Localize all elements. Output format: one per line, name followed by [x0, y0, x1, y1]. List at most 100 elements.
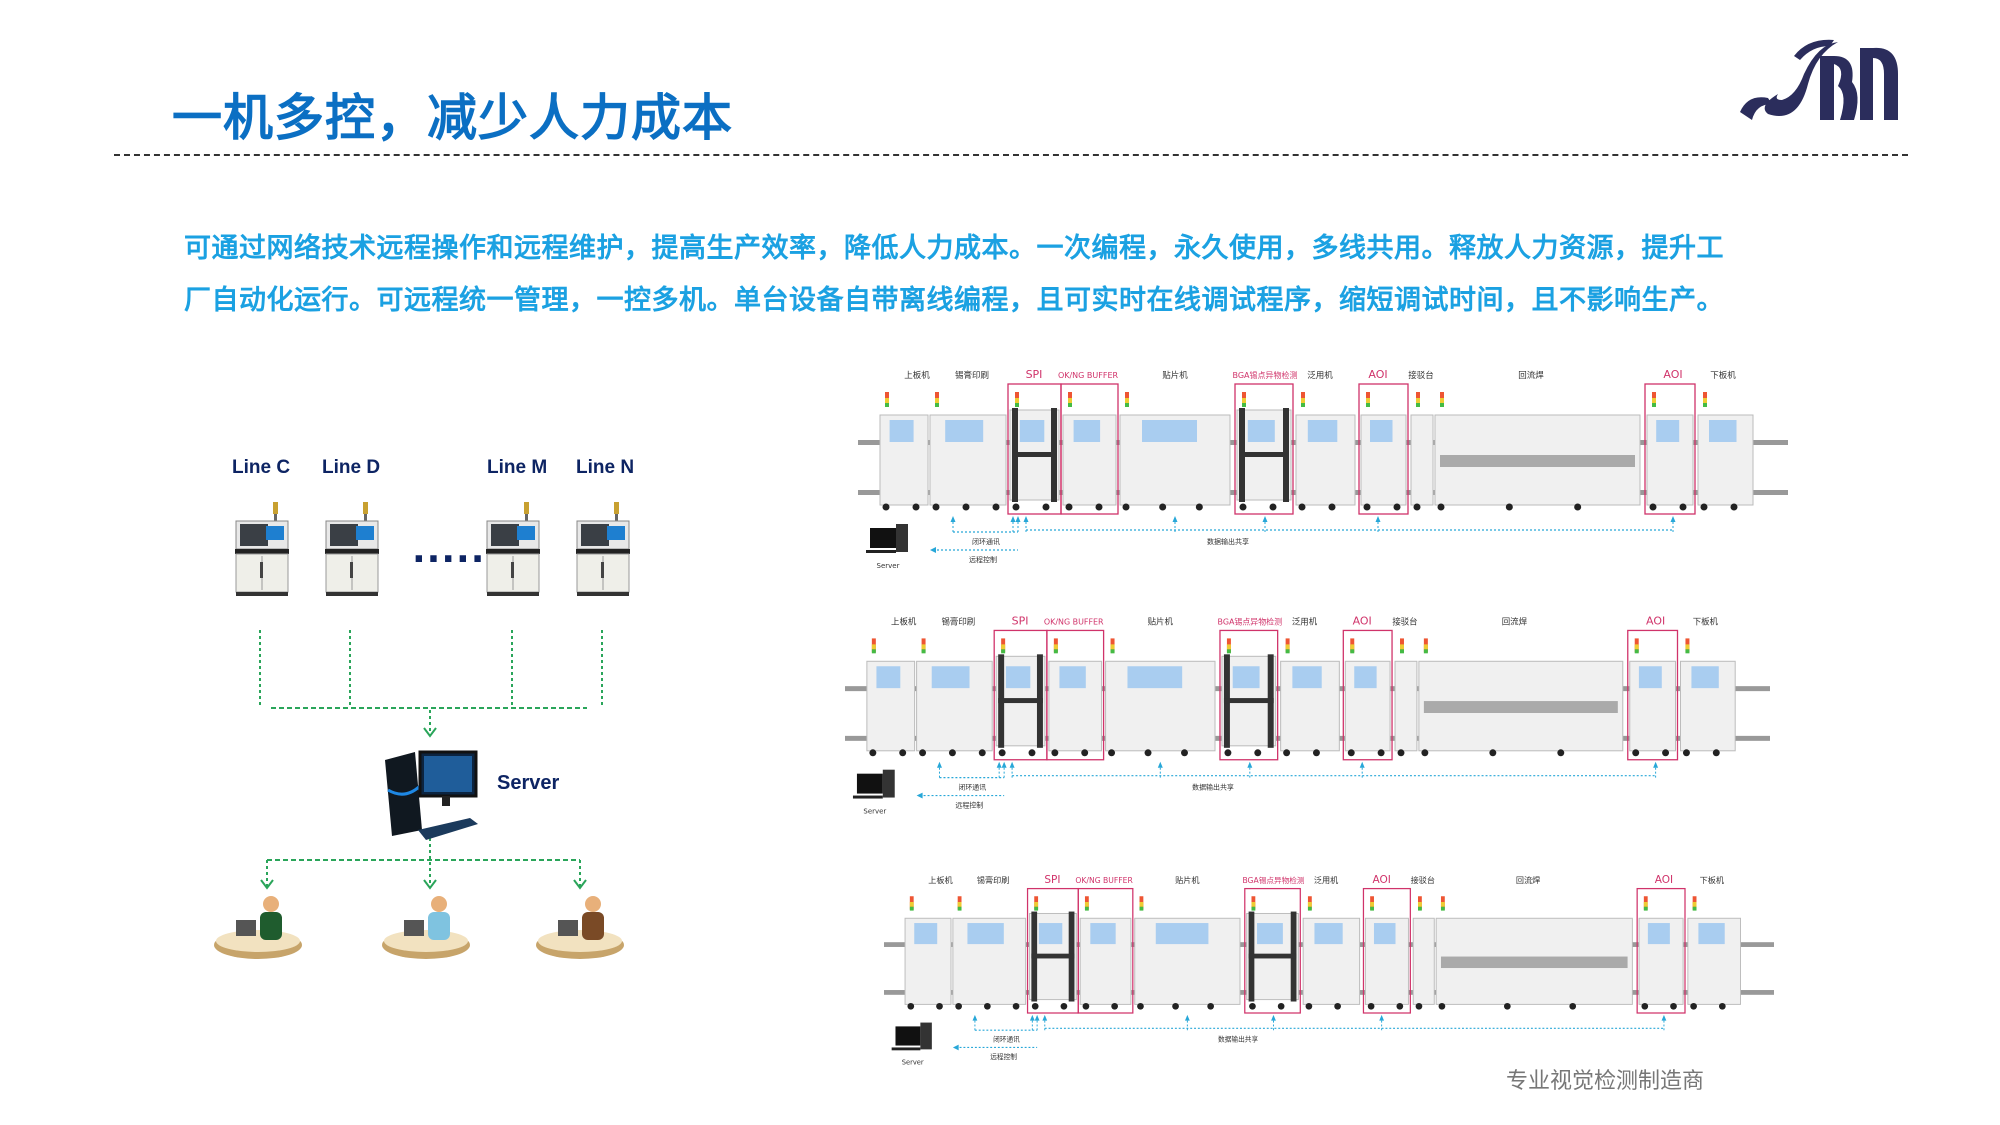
station-label: 下板机	[1693, 616, 1719, 626]
station-2	[995, 638, 1046, 757]
server-label: Server	[902, 1059, 924, 1067]
station-6	[1302, 896, 1361, 1010]
highlight-box	[1644, 383, 1696, 515]
connector-lines	[259, 630, 603, 890]
server-icon	[891, 1022, 932, 1051]
header-divider	[114, 154, 1908, 156]
station-8	[1412, 896, 1435, 1010]
station-0	[866, 638, 916, 757]
line-label-c: Line C	[232, 457, 291, 478]
station-label: 上板机	[904, 370, 930, 381]
company-logo	[1738, 34, 1908, 126]
station-label: 下板机	[1710, 370, 1736, 381]
station-label: 接驳台	[1411, 875, 1435, 885]
server-icon	[852, 769, 895, 799]
station-label: BGA锡点异物检测	[1232, 370, 1297, 380]
station-7	[1344, 638, 1391, 757]
station-0	[879, 392, 929, 511]
station-10	[1629, 638, 1677, 757]
station-8	[1394, 638, 1418, 757]
station-label: 下板机	[1700, 875, 1724, 885]
station-3	[1062, 392, 1117, 511]
station-label: AOI	[1646, 614, 1665, 627]
station-9	[1434, 392, 1641, 511]
station-1	[916, 638, 993, 757]
station-6	[1295, 392, 1356, 511]
data-share-label: 数据输出共享	[1218, 1035, 1258, 1044]
station-11	[1687, 896, 1741, 1010]
station-label: 回流焊	[1502, 616, 1528, 626]
highlight-box	[1636, 887, 1686, 1014]
operator-workstation-icon	[214, 896, 302, 959]
operator-workstation-icon	[382, 896, 470, 959]
closed-loop-label: 闭环通讯	[958, 783, 986, 792]
station-5	[1246, 896, 1299, 1010]
footer-tagline: 专业视觉检测制造商	[1506, 1069, 1705, 1094]
operator-workstation-icon	[536, 896, 624, 959]
station-1	[952, 896, 1027, 1010]
station-4	[1105, 638, 1216, 757]
station-5	[1236, 392, 1292, 511]
station-label: AOI	[1655, 874, 1673, 886]
station-label: AOI	[1663, 368, 1682, 381]
station-7	[1360, 392, 1407, 511]
station-label: 贴片机	[1175, 875, 1199, 885]
aoi-machine-icon	[325, 502, 379, 596]
station-label: SPI	[1012, 614, 1029, 627]
station-label: AOI	[1368, 368, 1387, 381]
station-4	[1134, 896, 1241, 1010]
data-share-label: 数据输出共享	[1192, 783, 1234, 792]
network-diagram	[214, 502, 630, 959]
station-label: BGA锡点异物检测	[1218, 616, 1283, 626]
line-label-n: Line N	[576, 457, 635, 478]
station-label: 接驳台	[1392, 616, 1417, 626]
highlight-box	[1358, 383, 1409, 515]
server-label: Server	[497, 772, 560, 794]
station-label: 锡膏印刷	[977, 875, 1010, 885]
station-9	[1435, 896, 1633, 1010]
description-line-2: 厂自动化运行。可远程统一管理，一控多机。单台设备自带离线编程，且可实时在线调试程…	[184, 285, 1724, 316]
station-label: OK/NG BUFFER	[1044, 617, 1104, 626]
station-label: SPI	[1026, 368, 1043, 381]
station-4	[1119, 392, 1231, 511]
server-label: Server	[863, 807, 886, 815]
highlight-box	[1627, 629, 1679, 761]
station-11	[1679, 638, 1736, 757]
remote-control-label: 远程控制	[955, 800, 983, 809]
station-2	[1028, 896, 1077, 1010]
station-label: 回流焊	[1518, 370, 1544, 381]
station-label: 泛用机	[1307, 370, 1333, 381]
station-11	[1697, 392, 1754, 511]
station-label: 泛用机	[1292, 616, 1318, 626]
station-3	[1048, 638, 1103, 757]
station-label: 回流焊	[1516, 875, 1540, 885]
station-label: 锡膏印刷	[942, 616, 976, 626]
station-3	[1079, 896, 1132, 1010]
server-computer-icon	[385, 750, 478, 840]
station-label: 上板机	[928, 875, 952, 885]
highlight-box	[1046, 629, 1105, 761]
data-share-label: 数据输出共享	[1207, 537, 1249, 546]
station-0	[904, 896, 952, 1010]
station-1	[929, 392, 1007, 511]
remote-control-label: 远程控制	[990, 1052, 1017, 1061]
server-label: Server	[877, 562, 900, 570]
line-label-m: Line M	[487, 457, 548, 478]
aoi-machine-icon	[576, 502, 630, 596]
station-label: 贴片机	[1162, 370, 1188, 381]
station-label: 锡膏印刷	[955, 370, 989, 381]
station-2	[1009, 392, 1060, 511]
highlight-box	[1362, 887, 1411, 1014]
station-label: 贴片机	[1148, 616, 1174, 626]
station-10	[1646, 392, 1694, 511]
station-label: AOI	[1353, 614, 1372, 627]
station-8	[1410, 392, 1434, 511]
station-label: 接驳台	[1408, 370, 1434, 381]
highlight-box	[1342, 629, 1393, 761]
remote-control-label: 远程控制	[969, 555, 997, 564]
closed-loop-label: 闭环通讯	[972, 537, 1000, 546]
aoi-machine-icon	[486, 502, 540, 596]
